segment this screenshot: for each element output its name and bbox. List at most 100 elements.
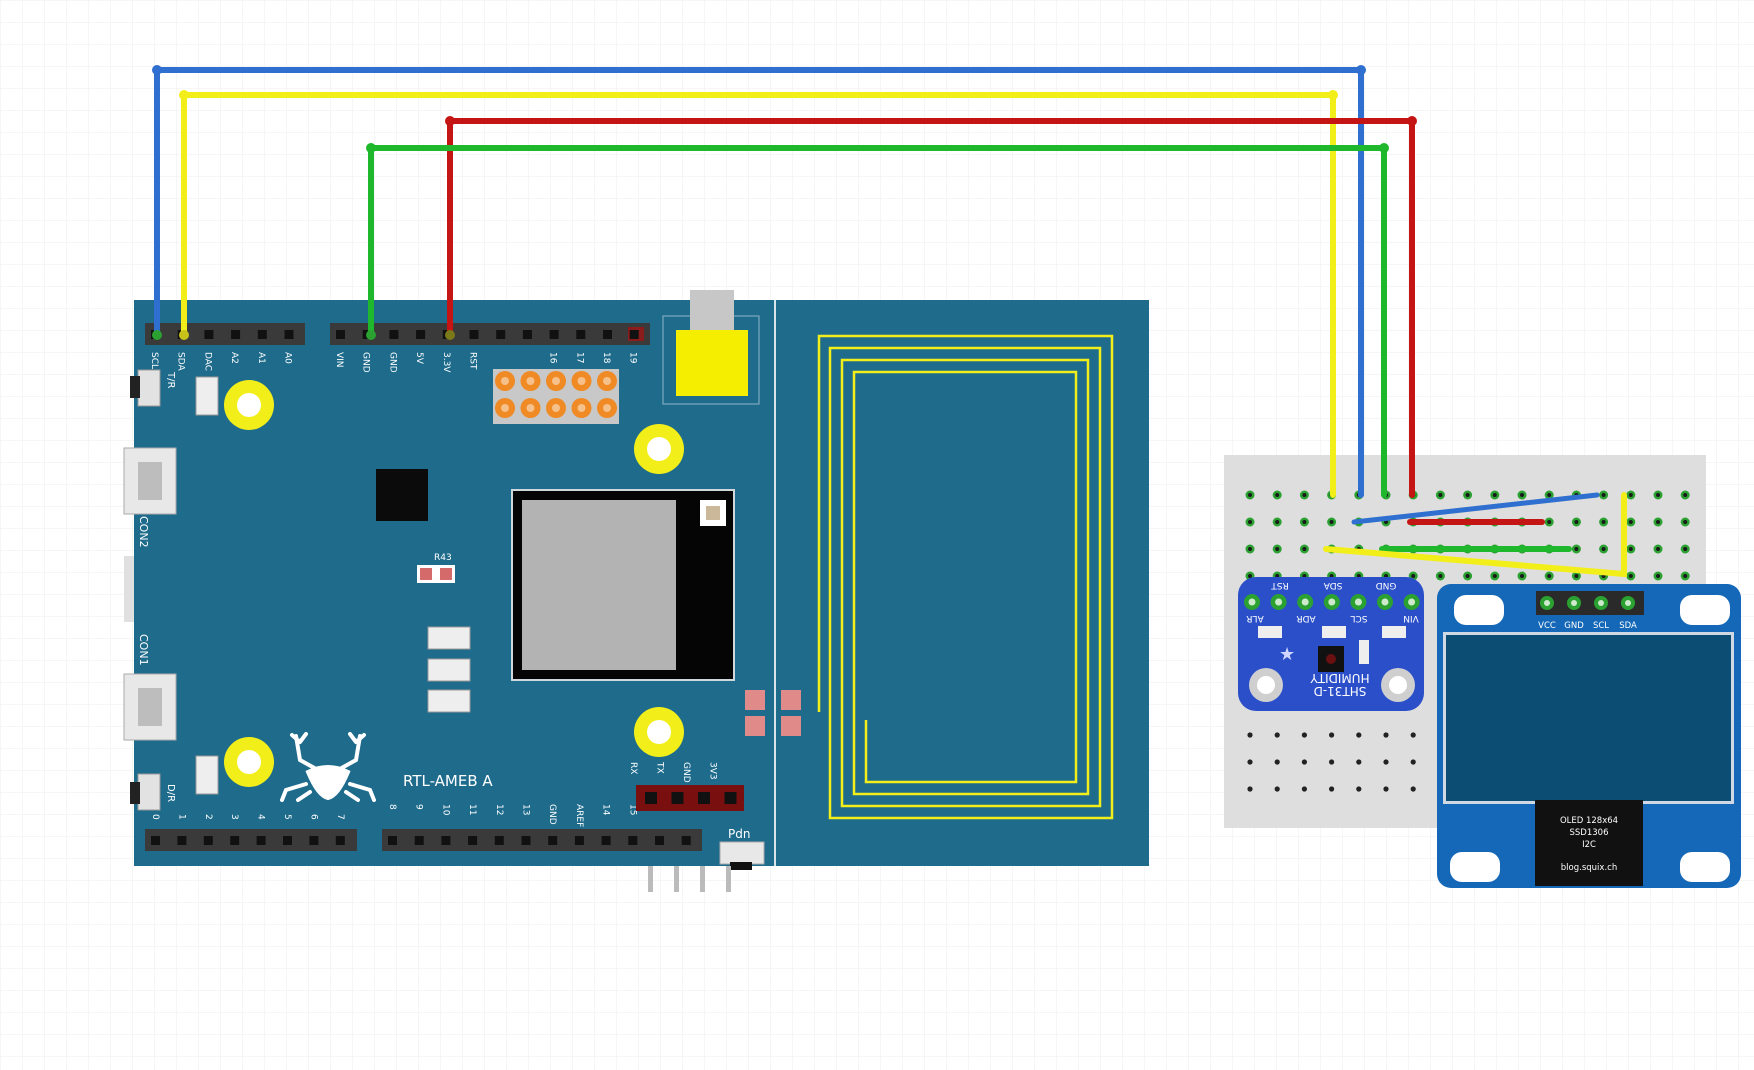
bb-hole-bottom[interactable] xyxy=(1301,759,1307,765)
pin-top-right-0[interactable] xyxy=(336,330,345,339)
label-top-right-0: VIN xyxy=(334,352,344,368)
bb-hole-bottom[interactable] xyxy=(1383,732,1389,738)
pin-top-right-3[interactable] xyxy=(416,330,426,339)
pin-bottom-left-5[interactable] xyxy=(283,836,292,845)
pin-bottom-right-3[interactable] xyxy=(468,836,478,845)
bb-hole-bottom[interactable] xyxy=(1329,759,1335,765)
pin-bottom-left-6[interactable] xyxy=(309,836,319,845)
bb-hole-bottom[interactable] xyxy=(1247,732,1253,738)
pin-bottom-left-1[interactable] xyxy=(177,836,187,845)
pin-top-right-6[interactable] xyxy=(496,330,506,339)
pin-bottom-right-7[interactable] xyxy=(574,836,584,845)
jumper-blue xyxy=(1351,492,1600,525)
pin-top-right-8[interactable] xyxy=(549,330,559,339)
bb-hole-bottom[interactable] xyxy=(1274,759,1280,765)
pin-top-right-5[interactable] xyxy=(469,330,479,339)
bottom-pin-4 xyxy=(726,866,731,892)
wire-yellow[interactable] xyxy=(181,92,1336,498)
bb-hole-bottom[interactable] xyxy=(1356,732,1362,738)
bb-hole-bottom[interactable] xyxy=(1410,732,1416,738)
pin-bottom-right-11[interactable] xyxy=(681,836,691,845)
serial-pin-0[interactable] xyxy=(645,792,657,804)
sensor-cap-2 xyxy=(1322,626,1346,638)
pin-bottom-right-1[interactable] xyxy=(414,836,424,845)
bb-hole-bottom[interactable] xyxy=(1356,759,1362,765)
pin-top-left-5[interactable] xyxy=(284,330,294,339)
pin-bottom-right-8[interactable] xyxy=(601,836,611,845)
oled-screen xyxy=(1446,635,1731,801)
pin-top-right-11[interactable] xyxy=(629,330,639,339)
pdn-button[interactable] xyxy=(719,841,765,865)
bb-hole-bottom[interactable] xyxy=(1247,759,1253,765)
header-top-right xyxy=(330,323,650,345)
pin-top-left-2[interactable] xyxy=(204,330,214,339)
label-top-right-4: 3.3V xyxy=(441,352,451,373)
serial-pin-1[interactable] xyxy=(671,792,684,804)
serial-pin-2[interactable] xyxy=(698,792,710,804)
pad-2 xyxy=(781,690,801,710)
pin-top-right-2[interactable] xyxy=(389,330,399,339)
pin-bottom-left-0[interactable] xyxy=(151,836,160,845)
label-bottom-right-4: 12 xyxy=(494,804,504,815)
pin-top-right-9[interactable] xyxy=(576,330,586,339)
label-bottom-left-3: 3 xyxy=(229,814,239,820)
oled-pin-label-0: VCC xyxy=(1538,621,1556,631)
wire-blue[interactable] xyxy=(154,67,1364,498)
nfc-antenna-coil xyxy=(817,334,1114,820)
pin-bottom-right-6[interactable] xyxy=(548,836,558,845)
power-jack[interactable] xyxy=(676,330,748,396)
pin-top-right-10[interactable] xyxy=(603,330,612,339)
bb-hole-bottom[interactable] xyxy=(1356,786,1362,792)
oled-chip-text-4: blog.squix.ch xyxy=(1561,863,1617,873)
bb-hole-bottom[interactable] xyxy=(1274,786,1280,792)
pin-bottom-right-0[interactable] xyxy=(388,836,397,845)
bb-hole-bottom[interactable] xyxy=(1274,732,1280,738)
serial-label-1: TX xyxy=(655,761,665,774)
pin-bottom-right-2[interactable] xyxy=(441,836,451,845)
label-top-right-10: 18 xyxy=(601,352,611,364)
pin-bottom-left-7[interactable] xyxy=(335,836,345,845)
pin-top-left-4[interactable] xyxy=(257,330,267,339)
pin-bottom-right-10[interactable] xyxy=(655,836,664,845)
wire-red[interactable] xyxy=(447,118,1415,498)
wire-green[interactable] xyxy=(368,145,1387,498)
led-bottom xyxy=(195,755,219,795)
sensor-body xyxy=(1238,577,1424,711)
bb-hole-bottom[interactable] xyxy=(1329,786,1335,792)
pin-bottom-left-2[interactable] xyxy=(203,836,213,845)
bb-hole-bottom[interactable] xyxy=(1247,786,1253,792)
pin-bottom-left-4[interactable] xyxy=(256,836,266,845)
oled-chip-text-2: SSD1306 xyxy=(1570,828,1609,838)
bb-hole-bottom[interactable] xyxy=(1410,759,1416,765)
oled-mount-br xyxy=(1680,852,1730,882)
pin-top-right-7[interactable] xyxy=(522,330,532,339)
jumper-yellow xyxy=(1323,492,1627,578)
bb-hole-bottom[interactable] xyxy=(1329,732,1335,738)
bb-hole-bottom[interactable] xyxy=(1301,786,1307,792)
side-connector xyxy=(124,556,134,622)
bb-hole-bottom[interactable] xyxy=(1410,786,1416,792)
serial-label-2: GND xyxy=(681,762,691,783)
oled-mount-bl xyxy=(1450,852,1500,882)
sensor-row-label-1: ADR xyxy=(1296,613,1315,623)
switch-tr[interactable] xyxy=(137,369,161,407)
pin-bottom-right-9[interactable] xyxy=(628,836,638,845)
bb-hole-bottom[interactable] xyxy=(1383,759,1389,765)
pin-bottom-right-4[interactable] xyxy=(494,836,504,845)
switch-dr-knob xyxy=(130,782,140,804)
serial-pin-3[interactable] xyxy=(724,792,737,804)
board-name: RTL-AMEB A xyxy=(403,772,493,790)
pin-top-left-3[interactable] xyxy=(231,330,241,339)
usb-port-con2-socket xyxy=(138,462,162,500)
wire-endpoints xyxy=(152,65,1417,340)
switch-dr[interactable] xyxy=(137,773,161,811)
bb-hole-bottom[interactable] xyxy=(1383,786,1389,792)
pin-bottom-left-3[interactable] xyxy=(230,836,240,845)
pin-bottom-right-5[interactable] xyxy=(521,836,531,845)
led-top xyxy=(195,376,219,416)
bb-hole-bottom[interactable] xyxy=(1301,732,1307,738)
